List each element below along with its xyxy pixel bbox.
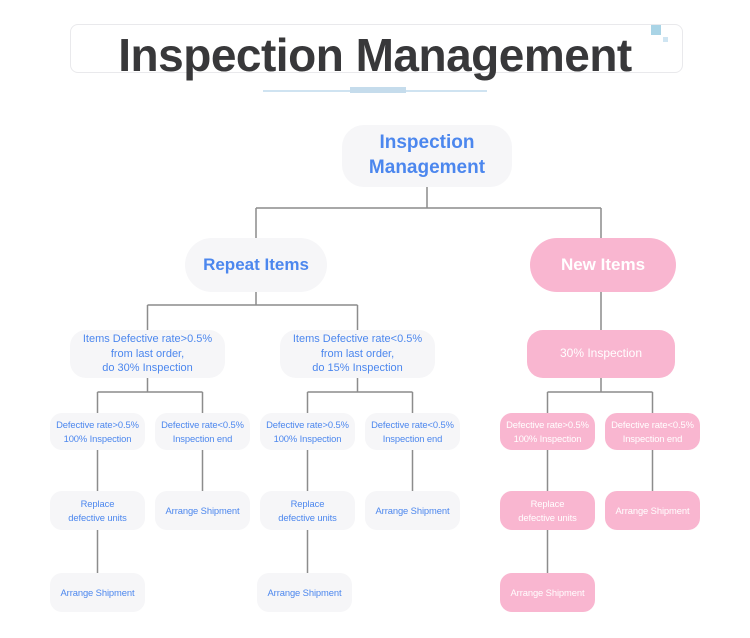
- node-repeat-high-defective-lt: Defective rate<0.5% Inspection end: [155, 413, 250, 450]
- title-card: [70, 24, 683, 73]
- node-repeat-high-defective-gt: Defective rate>0.5% 100% Inspection: [50, 413, 145, 450]
- node-repeat-low-defective-gt: Defective rate>0.5% 100% Inspection: [260, 413, 355, 450]
- node-repeat-low-final-arrange-shipment: Arrange Shipment: [257, 573, 352, 612]
- node-repeat-low-defective-lt: Defective rate<0.5% Inspection end: [365, 413, 460, 450]
- node-repeat-low-arrange-shipment: Arrange Shipment: [365, 491, 460, 530]
- decor-square-small-icon: [663, 37, 668, 42]
- node-repeat-items: Repeat Items: [185, 238, 327, 292]
- node-new-arrange-shipment: Arrange Shipment: [605, 491, 700, 530]
- node-new-defective-lt: Defective rate<0.5% Inspection end: [605, 413, 700, 450]
- node-repeat-high-final-arrange-shipment: Arrange Shipment: [50, 573, 145, 612]
- node-new-replace-units: Replace defective units: [500, 491, 595, 530]
- node-repeat-high-replace-units: Replace defective units: [50, 491, 145, 530]
- title-underline-accent: [350, 87, 406, 93]
- node-repeat-high-rate: Items Defective rate>0.5% from last orde…: [70, 330, 225, 378]
- node-repeat-low-replace-units: Replace defective units: [260, 491, 355, 530]
- node-new-items: New Items: [530, 238, 676, 292]
- node-root: Inspection Management: [342, 125, 512, 187]
- decor-square-large-icon: [651, 25, 661, 35]
- node-new-30-inspection: 30% Inspection: [527, 330, 675, 378]
- node-new-defective-gt: Defective rate>0.5% 100% Inspection: [500, 413, 595, 450]
- node-new-final-arrange-shipment: Arrange Shipment: [500, 573, 595, 612]
- page-title: Inspection Management: [118, 29, 632, 81]
- node-repeat-low-rate: Items Defective rate<0.5% from last orde…: [280, 330, 435, 378]
- node-repeat-high-arrange-shipment: Arrange Shipment: [155, 491, 250, 530]
